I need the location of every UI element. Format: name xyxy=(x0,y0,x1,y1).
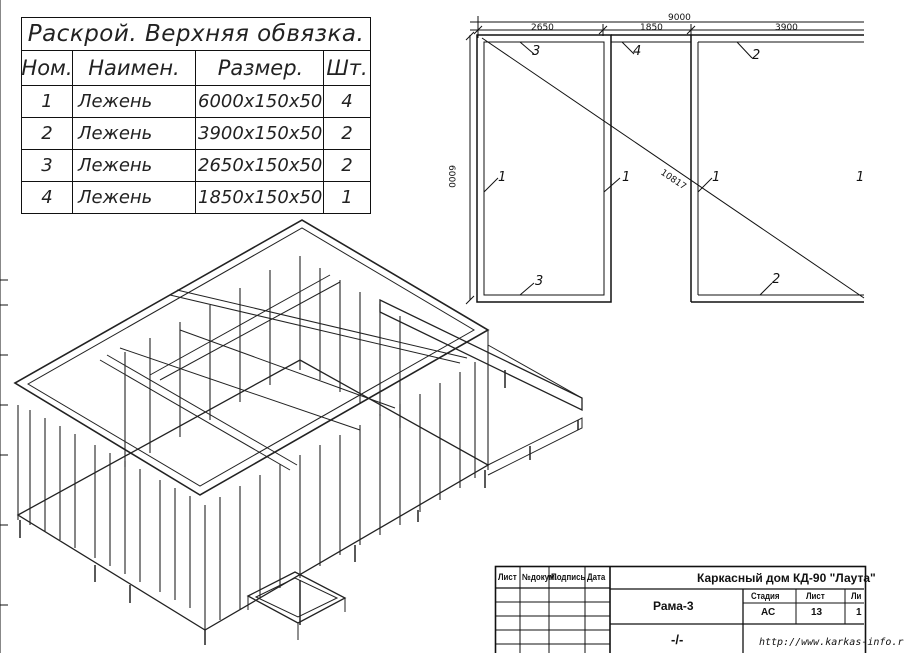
row-qty: 4 xyxy=(341,91,353,112)
col-header-sheet: Лист xyxy=(498,572,517,582)
position-label: 2 xyxy=(772,272,781,287)
row-num: 4 xyxy=(22,182,73,213)
isometric-frame-drawing xyxy=(13,219,583,645)
title-block: Лист №докум. Подпись Дата Каркасный дом … xyxy=(495,566,904,653)
dim-segment-2: 1850 xyxy=(640,23,663,33)
dim-height: 6000 xyxy=(446,165,456,188)
row-qty: 1 xyxy=(341,187,353,208)
table-row: 2 Лежень 3900х150х50 2 xyxy=(22,118,370,150)
dim-segment-3: 3900 xyxy=(775,23,798,33)
row-size: 2650х150х50 xyxy=(196,150,324,181)
project-title: Каркасный дом КД-90 "Лаута" xyxy=(697,571,876,585)
position-label: 3 xyxy=(535,274,544,289)
cut-table: Раскрой. Верхняя обвязка. Ном. Наимен. Р… xyxy=(21,17,371,214)
position-label: 1 xyxy=(498,170,507,185)
header-size: Размер. xyxy=(196,51,324,85)
row-num: 1 xyxy=(22,86,73,117)
cut-table-title: Раскрой. Верхняя обвязка. xyxy=(22,18,370,51)
position-label: 1 xyxy=(856,170,865,185)
table-row: 4 Лежень 1850х150х50 1 xyxy=(22,182,370,213)
position-label: 2 xyxy=(752,48,761,63)
header-num: Ном. xyxy=(21,51,73,85)
position-label: 1 xyxy=(622,170,631,185)
col-header-signature: Подпись xyxy=(551,572,586,582)
dim-total: 9000 xyxy=(668,13,691,23)
sheet-label: Лист xyxy=(806,591,825,601)
header-qty: Шт. xyxy=(326,56,368,80)
row-qty: 2 xyxy=(341,155,353,176)
row-name: Лежень xyxy=(73,182,196,213)
row-name: Лежень xyxy=(73,150,196,181)
sheet-value: 13 xyxy=(811,607,823,618)
row-num: 2 xyxy=(22,118,73,149)
row-name: Лежень xyxy=(73,118,196,149)
row-size: 1850х150х50 xyxy=(196,182,324,213)
note-text: -/- xyxy=(671,632,684,647)
dim-segment-1: 2650 xyxy=(531,23,554,33)
sheet-name: Рама-3 xyxy=(653,599,694,613)
website-url: http://www.karkas-info.r xyxy=(759,637,904,648)
table-row: 3 Лежень 2650х150х50 2 xyxy=(22,150,370,182)
title-block-grid xyxy=(494,565,867,653)
position-label: 4 xyxy=(633,44,642,59)
frame-plan-drawing xyxy=(0,0,867,653)
stage-value: АС xyxy=(761,607,776,618)
sheets-value: 1 xyxy=(856,607,862,618)
table-row: 1 Лежень 6000х150х50 4 xyxy=(22,86,370,118)
header-name: Наимен. xyxy=(73,51,196,85)
row-size: 3900х150х50 xyxy=(196,118,324,149)
stage-label: Стадия xyxy=(751,591,780,601)
cut-table-header-row: Ном. Наимен. Размер. Шт. xyxy=(21,51,370,86)
row-num: 3 xyxy=(22,150,73,181)
col-header-date: Дата xyxy=(587,572,606,582)
position-label: 1 xyxy=(712,170,721,185)
row-qty: 2 xyxy=(341,123,353,144)
row-size: 6000х150х50 xyxy=(196,86,324,117)
position-label: 3 xyxy=(532,44,541,59)
row-name: Лежень xyxy=(73,86,196,117)
sheets-label: Ли xyxy=(851,591,862,601)
col-header-doc: №докум. xyxy=(522,572,558,582)
